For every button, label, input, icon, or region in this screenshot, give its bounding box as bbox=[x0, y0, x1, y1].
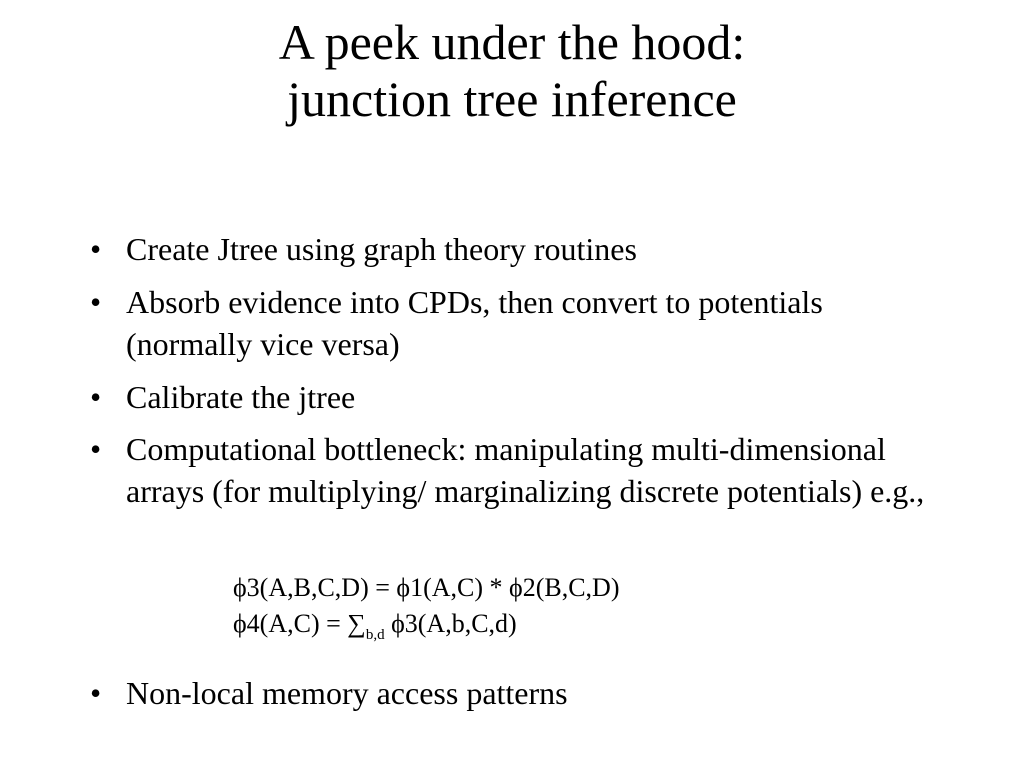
slide-title: A peek under the hood: junction tree inf… bbox=[0, 14, 1024, 128]
bullet-text: Calibrate the jtree bbox=[126, 379, 356, 415]
formula-2-suffix: ϕ3(A,b,C,d) bbox=[384, 609, 517, 638]
bullet-text: Absorb evidence into CPDs, then convert … bbox=[126, 284, 823, 362]
bullet-icon: • bbox=[90, 379, 102, 415]
bullet-text: Computational bottleneck: manipulating m… bbox=[126, 431, 925, 509]
bullet-icon: • bbox=[90, 284, 102, 320]
title-line-1: A peek under the hood: bbox=[278, 14, 746, 70]
bullet-text: Create Jtree using graph theory routines bbox=[126, 231, 637, 267]
bullet-icon: • bbox=[90, 431, 102, 467]
formula-2-subscript: b,d bbox=[365, 627, 385, 643]
formula-2-prefix: ϕ4(A,C) = ∑ bbox=[233, 609, 366, 638]
bullet-text: Non-local memory access patterns bbox=[126, 675, 568, 711]
formula-line-2: ϕ4(A,C) = ∑b,d ϕ3(A,b,C,d) bbox=[233, 606, 619, 653]
bullet-icon: • bbox=[90, 231, 102, 267]
title-line-2: junction tree inference bbox=[287, 71, 737, 127]
formula-block: ϕ3(A,B,C,D) = ϕ1(A,C) * ϕ2(B,C,D) ϕ4(A,C… bbox=[233, 570, 619, 653]
bullet-icon: • bbox=[90, 675, 102, 711]
formula-line-1: ϕ3(A,B,C,D) = ϕ1(A,C) * ϕ2(B,C,D) bbox=[233, 573, 620, 602]
